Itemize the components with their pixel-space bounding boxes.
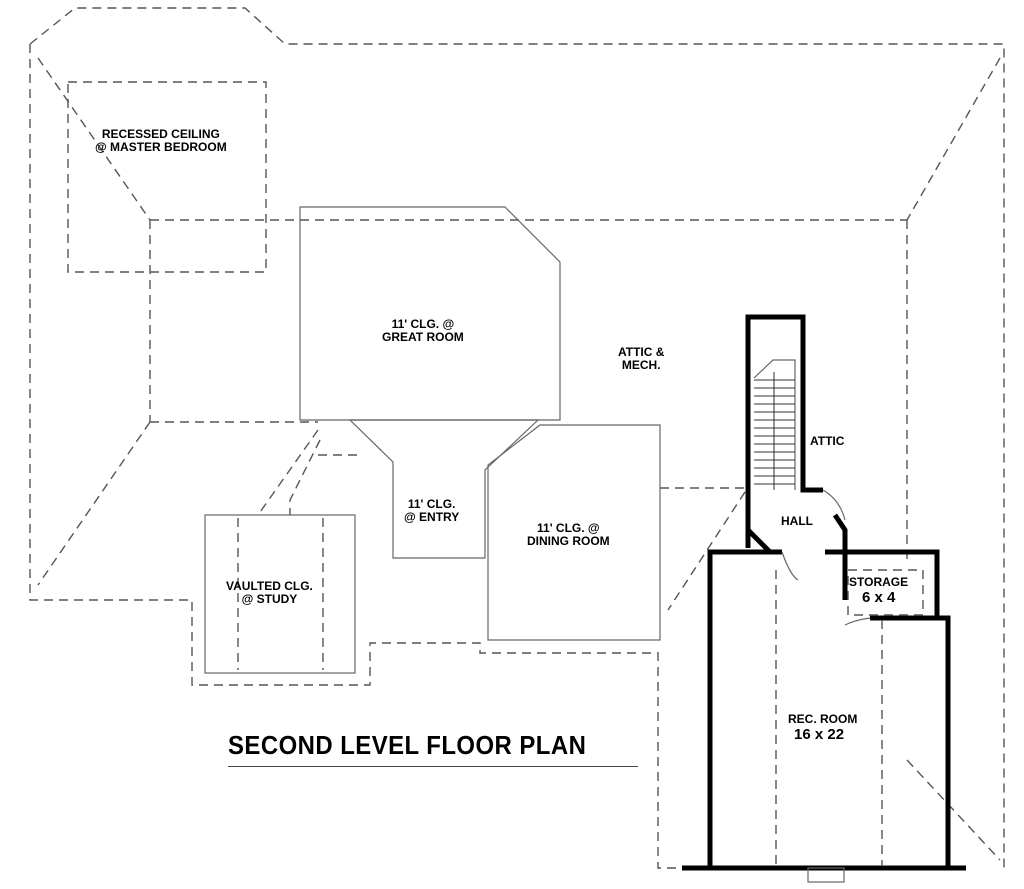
hall-door-swing: [822, 489, 846, 521]
roof-outline: [29, 7, 1005, 868]
stair-treads: [754, 372, 795, 490]
title-underline: [228, 766, 638, 767]
attic-mech-label: ATTIC & MECH.: [618, 345, 665, 372]
stair-walls: [745, 314, 823, 548]
hall-label: HALL: [781, 514, 813, 528]
study-link: [289, 439, 321, 515]
valley-line-study: [257, 429, 319, 516]
dining-room-label: 11' CLG. @ DINING ROOM: [527, 521, 610, 548]
hip-line-ne: [906, 57, 1001, 221]
hall-east-wall: [832, 513, 848, 600]
storage-door-swing: [844, 617, 871, 626]
study-label: VAULTED CLG. @ STUDY: [226, 579, 313, 606]
recessed-ceiling-label: RECESSED CEILING @ MASTER BEDROOM: [95, 127, 227, 154]
great-room-label: 11' CLG. @ GREAT ROOM: [382, 317, 464, 344]
hip-line-sw: [37, 421, 151, 586]
master-bedroom-ceiling: [67, 81, 267, 273]
dining-room-outline: [487, 424, 661, 641]
hip-line-se: [906, 759, 1001, 861]
attic-label: ATTIC: [810, 434, 845, 448]
storage-size: 6 x 4: [862, 589, 896, 606]
rec-room-door-swing: [781, 551, 799, 581]
great-room-outline: [299, 206, 561, 421]
rec-room-size: 16 x 22: [794, 726, 845, 743]
entry-label: 11' CLG. @ ENTRY: [404, 497, 460, 524]
entry-outline: [348, 419, 540, 559]
rec-room-west-wall: [707, 549, 782, 868]
storage-label: STORAGE: [849, 575, 909, 589]
rec-room-label: REC. ROOM: [788, 712, 858, 726]
study-outline: [204, 514, 356, 674]
stair-rail: [753, 359, 796, 490]
stair-landing: [807, 867, 845, 883]
attic-diagonal: [667, 491, 746, 611]
hip-line-nw: [37, 57, 151, 221]
roof-outline-left: [29, 44, 680, 869]
storage-shelf: [847, 569, 924, 616]
page-title: SECOND LEVEL FLOOR PLAN: [228, 730, 587, 760]
hall-wall-diag: [746, 528, 772, 554]
